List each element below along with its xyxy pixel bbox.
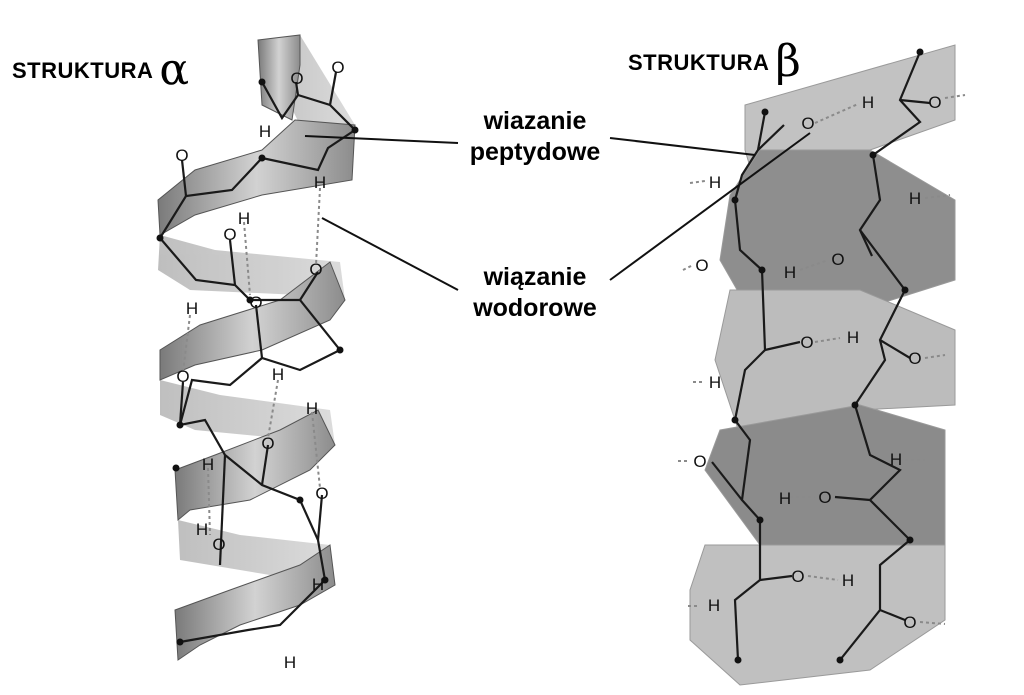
sheet-hydrogen-bonds — [678, 94, 966, 625]
hydrogen-atom-label: H — [259, 122, 271, 141]
peptide-bond-callout: wiazanie peptydowe — [460, 106, 610, 168]
oxygen-atom-label: O — [315, 484, 328, 503]
oxygen-atom-label: O — [695, 256, 708, 275]
hydrogen-atom-label: H — [784, 263, 796, 282]
peptide-bond-line2: peptydowe — [469, 138, 601, 166]
hydrogen-atom-label: H — [272, 365, 284, 384]
peptide-bond-line1: wiazanie — [483, 107, 587, 135]
hydrogen-atom-label: H — [709, 173, 721, 192]
hydrogen-atom-label: H — [709, 373, 721, 392]
hydrogen-atom-label: H — [847, 328, 859, 347]
oxygen-atom-label: O — [176, 367, 189, 386]
hydrogen-atom-label: H — [238, 209, 250, 228]
sheet-panels — [689, 44, 956, 686]
hydrogen-bond-callout: wiązanie wodorowe — [460, 262, 610, 324]
oxygen-atom-label: O — [223, 225, 236, 244]
oxygen-atom-label: O — [331, 58, 344, 77]
hydrogen-atom-label: H — [779, 489, 791, 508]
alpha-symbol: α — [159, 44, 190, 95]
oxygen-atom-label: O — [290, 69, 303, 88]
sheet-atom-labels: O H O H H O H O O H H O O H H O O H H O — [693, 93, 941, 632]
sheet-backbone — [711, 51, 931, 661]
hydrogen-atom-label: H — [314, 173, 326, 192]
hydrogen-atom-label: H — [202, 455, 214, 474]
oxygen-atom-label: O — [908, 349, 921, 368]
hydrogen-atom-label: H — [306, 399, 318, 418]
beta-title-text: STRUKTURA — [628, 50, 770, 75]
hydrogen-atom-label: H — [196, 520, 208, 539]
oxygen-atom-label: O — [801, 114, 814, 133]
hydrogen-atom-label: H — [862, 93, 874, 112]
oxygen-atom-label: O — [831, 250, 844, 269]
hydrogen-atom-label: H — [890, 450, 902, 469]
alpha-helix: O O H O H H O O O H H O H O H O H O H H — [156, 34, 359, 672]
oxygen-atom-label: O — [261, 434, 274, 453]
oxygen-atom-label: O — [212, 535, 225, 554]
helix-carbon-atoms — [156, 78, 359, 646]
oxygen-atom-label: O — [175, 146, 188, 165]
hydrogen-atom-label: H — [708, 596, 720, 615]
hydrogen-atom-label: H — [284, 653, 296, 672]
alpha-title-text: STRUKTURA — [12, 58, 154, 83]
hydrogen-atom-label: H — [909, 189, 921, 208]
helix-hydrogen-bonds — [182, 187, 321, 536]
hydrogen-bond-line1: wiązanie — [483, 263, 587, 291]
hydrogen-atom-label: H — [842, 571, 854, 590]
beta-symbol: β — [775, 36, 802, 87]
hydrogen-atom-label: H — [312, 575, 324, 594]
callout-leaders — [304, 132, 811, 291]
helix-backbone — [158, 71, 357, 644]
sheet-carbon-atoms — [731, 48, 924, 664]
oxygen-atom-label: O — [903, 613, 916, 632]
hydrogen-bond-line2: wodorowe — [473, 294, 597, 322]
oxygen-atom-label: O — [928, 93, 941, 112]
oxygen-atom-label: O — [249, 293, 262, 312]
oxygen-atom-label: O — [309, 260, 322, 279]
helix-atom-labels: O O H O H H O O O H H O H O H O H O H H — [175, 58, 344, 672]
beta-sheet: O H O H H O H O O H H O O H H O O H H O — [678, 44, 966, 686]
oxygen-atom-label: O — [818, 488, 831, 507]
oxygen-atom-label: O — [800, 333, 813, 352]
helix-ribbon-front — [157, 34, 356, 661]
oxygen-atom-label: O — [693, 452, 706, 471]
oxygen-atom-label: O — [791, 567, 804, 586]
hydrogen-atom-label: H — [186, 299, 198, 318]
